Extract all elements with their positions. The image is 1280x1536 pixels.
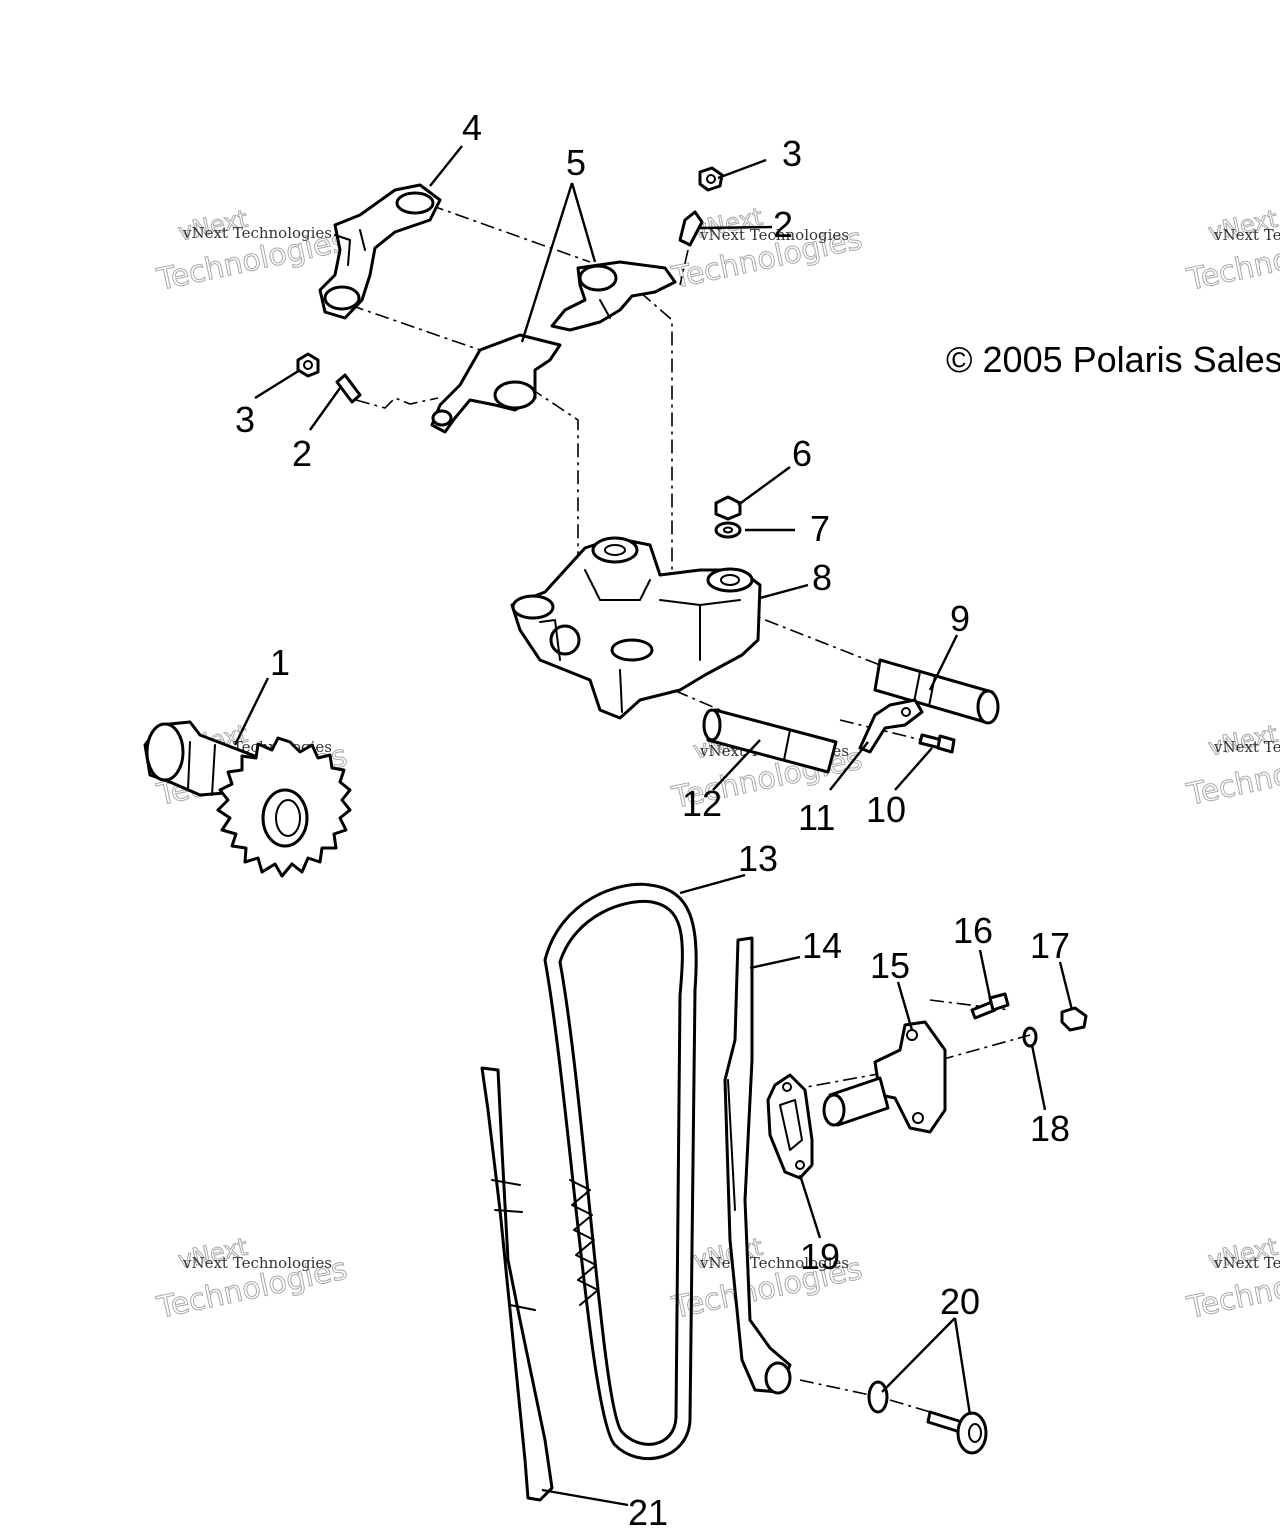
callout-20: 20 <box>940 1281 980 1322</box>
watermark-small: vNext Technologies <box>1213 1254 1280 1272</box>
watermark-small: vNext Technologies <box>1213 738 1280 756</box>
callout-16: 16 <box>953 910 993 951</box>
o-ring-18 <box>1022 1026 1038 1048</box>
callout-18: 18 <box>1030 1108 1070 1149</box>
callouts: 4 5 3 2 3 2 6 7 8 9 1 12 11 10 13 14 15 … <box>235 107 1070 1533</box>
callout-17: 17 <box>1030 925 1070 966</box>
callout-9: 9 <box>950 598 970 639</box>
copyright-notice: © 2005 Polaris Sales <box>946 339 1280 380</box>
callout-11: 11 <box>798 797 835 838</box>
tensioner-15 <box>822 1020 947 1134</box>
callout-19: 19 <box>800 1236 840 1277</box>
watermark-small: vNext Technologies <box>182 1254 332 1272</box>
rocker-arm-5-lower <box>430 333 562 434</box>
chain-guide-21 <box>480 1066 554 1502</box>
assembly-lines <box>349 204 1031 1419</box>
washer-7 <box>714 521 742 539</box>
watermark-small: vNext Technologies <box>699 226 849 244</box>
watermark-6: vNext Technologies <box>1183 719 1280 813</box>
nut-6 <box>714 495 742 521</box>
callout-10: 10 <box>866 789 906 830</box>
callout-5: 5 <box>566 142 586 183</box>
callout-1: 1 <box>270 642 290 683</box>
callout-2-top: 2 <box>773 204 793 245</box>
camshaft-1 <box>143 720 352 878</box>
callout-4: 4 <box>462 107 482 148</box>
bolt-20 <box>926 1410 988 1455</box>
callout-6: 6 <box>792 433 812 474</box>
lock-plate-11 <box>858 698 924 754</box>
callout-2-left: 2 <box>292 433 312 474</box>
watermark-small: vNext Technologies <box>1213 226 1280 244</box>
cam-chain-13 <box>543 882 698 1461</box>
rocker-shaft-12 <box>702 708 838 774</box>
callout-3-left: 3 <box>235 399 255 440</box>
callout-3-top: 3 <box>782 133 802 174</box>
plug-17 <box>1060 1006 1088 1032</box>
callout-14: 14 <box>802 925 842 966</box>
callout-21: 21 <box>628 1492 668 1533</box>
nut-3-top <box>698 166 724 192</box>
callout-13: 13 <box>738 838 778 879</box>
leader-lines <box>233 145 1074 1507</box>
rocker-arm-4 <box>318 183 442 320</box>
rocker-arm-5-upper <box>550 260 677 332</box>
bolt-10 <box>918 733 956 754</box>
callout-12: 12 <box>682 783 722 824</box>
cam-holder-8 <box>510 536 762 720</box>
callout-7: 7 <box>810 508 830 549</box>
washer-20 <box>867 1380 889 1414</box>
rocker-shaft-9 <box>873 658 1000 725</box>
callout-15: 15 <box>870 945 910 986</box>
nut-3-left <box>296 352 320 378</box>
adjust-screw-2-top <box>678 210 704 247</box>
callout-8: 8 <box>812 557 832 598</box>
tensioner-blade-14 <box>723 936 792 1395</box>
bolt-16 <box>970 992 1010 1020</box>
watermark-small: vNext Technologies <box>182 224 332 242</box>
adjust-screw-2-left <box>335 373 362 404</box>
gasket-19 <box>766 1073 814 1180</box>
